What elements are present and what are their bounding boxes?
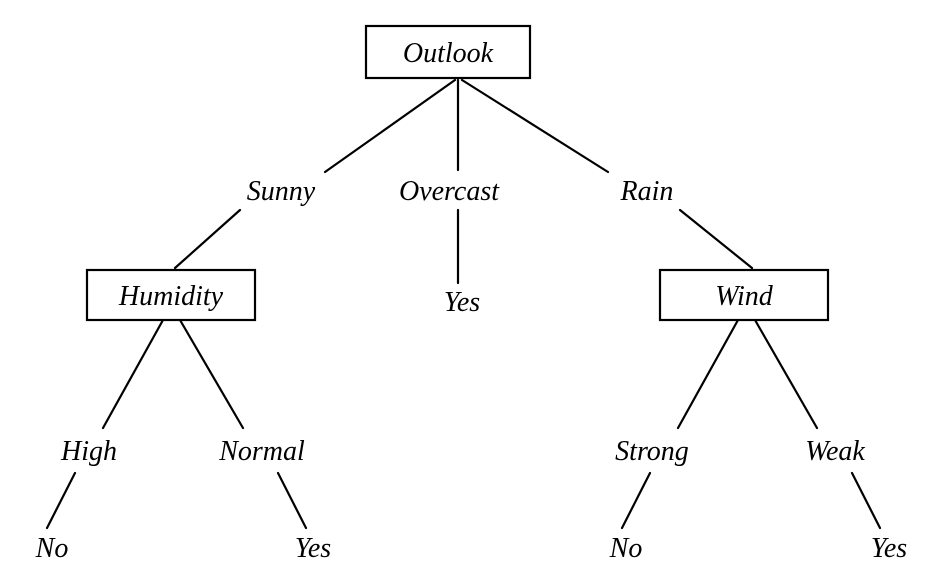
node-label-outlook: Outlook xyxy=(403,38,494,69)
edge-high-no xyxy=(45,471,77,530)
edge-rain-wind xyxy=(678,208,754,270)
branch-label-rain: Rain xyxy=(620,176,674,207)
edge-outlook-rain xyxy=(460,78,610,174)
edge-normal-yes xyxy=(276,471,308,530)
leaf-high-no: No xyxy=(35,533,69,564)
branch-label-high: High xyxy=(60,436,117,467)
node-box-outlook xyxy=(364,24,532,80)
node-label-wind: Wind xyxy=(715,281,774,312)
leaf-strong-no: No xyxy=(609,533,643,564)
node-box-wind xyxy=(658,268,830,322)
edge-wind-weak xyxy=(753,318,819,430)
branch-label-overcast: Overcast xyxy=(399,176,500,207)
leaf-weak-yes: Yes xyxy=(871,533,907,564)
node-box-humidity xyxy=(85,268,257,322)
leaf-overcast-yes: Yes xyxy=(444,287,480,318)
edge-wind-strong xyxy=(676,318,740,430)
leaf-normal-yes: Yes xyxy=(295,533,331,564)
branch-label-weak: Weak xyxy=(805,436,865,467)
branch-label-normal: Normal xyxy=(218,436,305,467)
node-label-humidity: Humidity xyxy=(118,281,224,312)
edge-humidity-high xyxy=(101,318,165,430)
edge-sunny-humidity xyxy=(173,208,242,270)
branch-label-sunny: Sunny xyxy=(247,176,316,207)
edge-humidity-normal xyxy=(178,318,245,430)
branch-label-strong: Strong xyxy=(615,436,689,467)
edge-strong-no xyxy=(620,471,652,530)
edge-weak-yes xyxy=(850,471,882,530)
edge-outlook-sunny xyxy=(323,78,457,174)
